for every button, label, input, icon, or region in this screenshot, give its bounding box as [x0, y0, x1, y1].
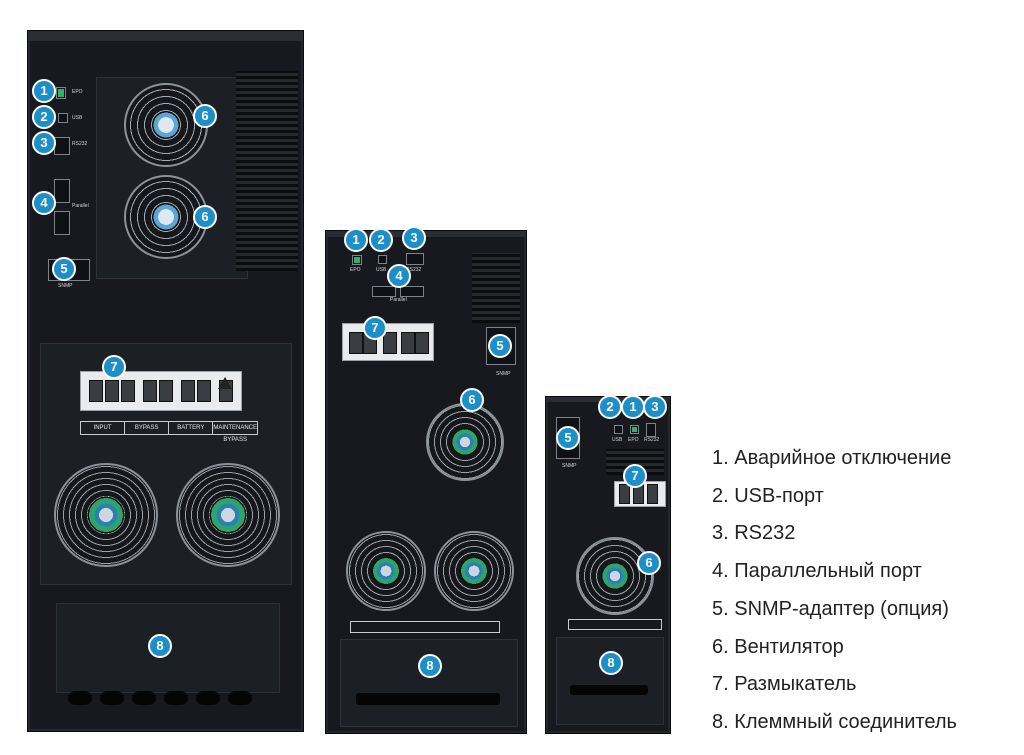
badge-6: 6: [193, 104, 217, 128]
cabinet-top-edge: [28, 31, 303, 41]
badge-4: 4: [387, 264, 411, 288]
fan-icon: [124, 83, 208, 167]
fan-icon: [346, 531, 426, 611]
badge-3: 3: [643, 395, 667, 419]
epo-port-label: EPO: [72, 89, 83, 95]
badge-5: 5: [556, 426, 580, 450]
rs232-port: [646, 423, 656, 437]
ups-cabinet-large: EPO USB RS232 Parallel SNMP INPUT BYPASS…: [27, 30, 304, 732]
parallel-port: [400, 286, 424, 297]
badge-3: 3: [32, 131, 56, 155]
badge-5: 5: [52, 257, 76, 281]
breaker-label-battery: BATTERY: [169, 422, 214, 434]
legend-item-4: 4. Параллельный порт: [712, 560, 922, 583]
epo-port: [630, 425, 639, 434]
cable-hole: [132, 691, 156, 705]
cable-slot: [356, 693, 500, 705]
badge-7: 7: [623, 464, 647, 488]
breaker-label-input: INPUT: [81, 422, 126, 434]
fan-icon: [576, 537, 654, 615]
snmp-slot-label: SNMP: [562, 463, 577, 469]
badge-8: 8: [148, 634, 172, 658]
badge-5: 5: [488, 334, 512, 358]
rs232-port: [406, 253, 424, 265]
terminal-cover: [340, 639, 518, 727]
legend-item-6: 6. Вентилятор: [712, 635, 844, 658]
legend-item-7: 7. Размыкатель: [712, 673, 857, 696]
vent-grille: [236, 71, 298, 271]
parallel-port-label: Parallel: [390, 297, 407, 303]
epo-port: [352, 255, 362, 265]
cable-hole: [196, 691, 220, 705]
fan-icon: [434, 531, 514, 611]
parallel-port: [54, 179, 70, 203]
usb-port-label: USB: [376, 267, 387, 273]
warning-icon: [218, 377, 232, 389]
badge-4: 4: [32, 191, 56, 215]
badge-7: 7: [102, 355, 126, 379]
parallel-port: [372, 286, 396, 297]
snmp-slot-label: SNMP: [58, 283, 73, 289]
ups-cabinet-medium: EPO USB RS232 Parallel SNMP: [325, 230, 527, 734]
breaker-block: [342, 323, 434, 361]
usb-port: [58, 113, 68, 123]
legend-item-3: 3. RS232: [712, 522, 796, 545]
fan-icon: [426, 403, 504, 481]
badge-3: 3: [402, 226, 426, 250]
badge-7: 7: [363, 316, 387, 340]
usb-port: [378, 255, 387, 264]
legend-item-1: 1. Аварийное отключение: [712, 447, 952, 469]
parallel-port-label: Parallel: [72, 203, 89, 209]
epo-port-label: EPO: [350, 267, 361, 273]
terminal-label-bar: [350, 621, 500, 633]
cabinet-top-edge: [326, 231, 526, 237]
fan-icon: [54, 463, 158, 567]
vent-grille: [472, 253, 520, 323]
badge-2: 2: [32, 105, 56, 129]
epo-port: [56, 87, 66, 99]
legend-item-5: 5. SNMP-адаптер (опция): [712, 597, 949, 620]
badge-1: 1: [32, 79, 56, 103]
breaker-block: [80, 371, 242, 411]
badge-8: 8: [599, 651, 623, 675]
cable-hole: [164, 691, 188, 705]
rs232-port-label: RS232: [72, 141, 88, 147]
snmp-slot-label: SNMP: [496, 371, 511, 377]
epo-port-label: EPO: [628, 437, 639, 443]
breaker-label-bar: INPUT BYPASS BATTERY MAINTENANCE BYPASS: [80, 421, 258, 443]
fan-icon: [176, 463, 280, 567]
terminal-label-bar: [568, 619, 662, 630]
badge-1: 1: [621, 395, 645, 419]
cable-hole: [68, 691, 92, 705]
breaker-label-maintenance: MAINTENANCE BYPASS: [213, 425, 257, 443]
rs232-port-label: RS232: [406, 267, 422, 273]
badge-2: 2: [369, 228, 393, 252]
legend-item-2: 2. USB-порт: [712, 484, 824, 507]
usb-port: [614, 425, 623, 434]
usb-port-label: USB: [612, 437, 623, 443]
cable-hole: [100, 691, 124, 705]
rs232-port-label: RS232: [644, 437, 660, 443]
fan-icon: [124, 175, 208, 259]
legend-list: 1. Аварийное отключение 2. USB-порт 3. R…: [712, 440, 957, 742]
legend-item-8: 8. Клеммный соединитель: [712, 710, 957, 733]
cable-hole: [228, 691, 252, 705]
parallel-port: [54, 211, 70, 235]
badge-6: 6: [193, 205, 217, 229]
breaker-label-bypass: BYPASS: [125, 422, 170, 434]
rs232-port: [54, 137, 70, 155]
badge-1: 1: [344, 228, 368, 252]
badge-8: 8: [418, 654, 442, 678]
cable-slot: [570, 685, 648, 695]
badge-6: 6: [460, 388, 484, 412]
badge-2: 2: [598, 395, 622, 419]
badge-6: 6: [637, 551, 661, 575]
usb-port-label: USB: [72, 115, 83, 121]
